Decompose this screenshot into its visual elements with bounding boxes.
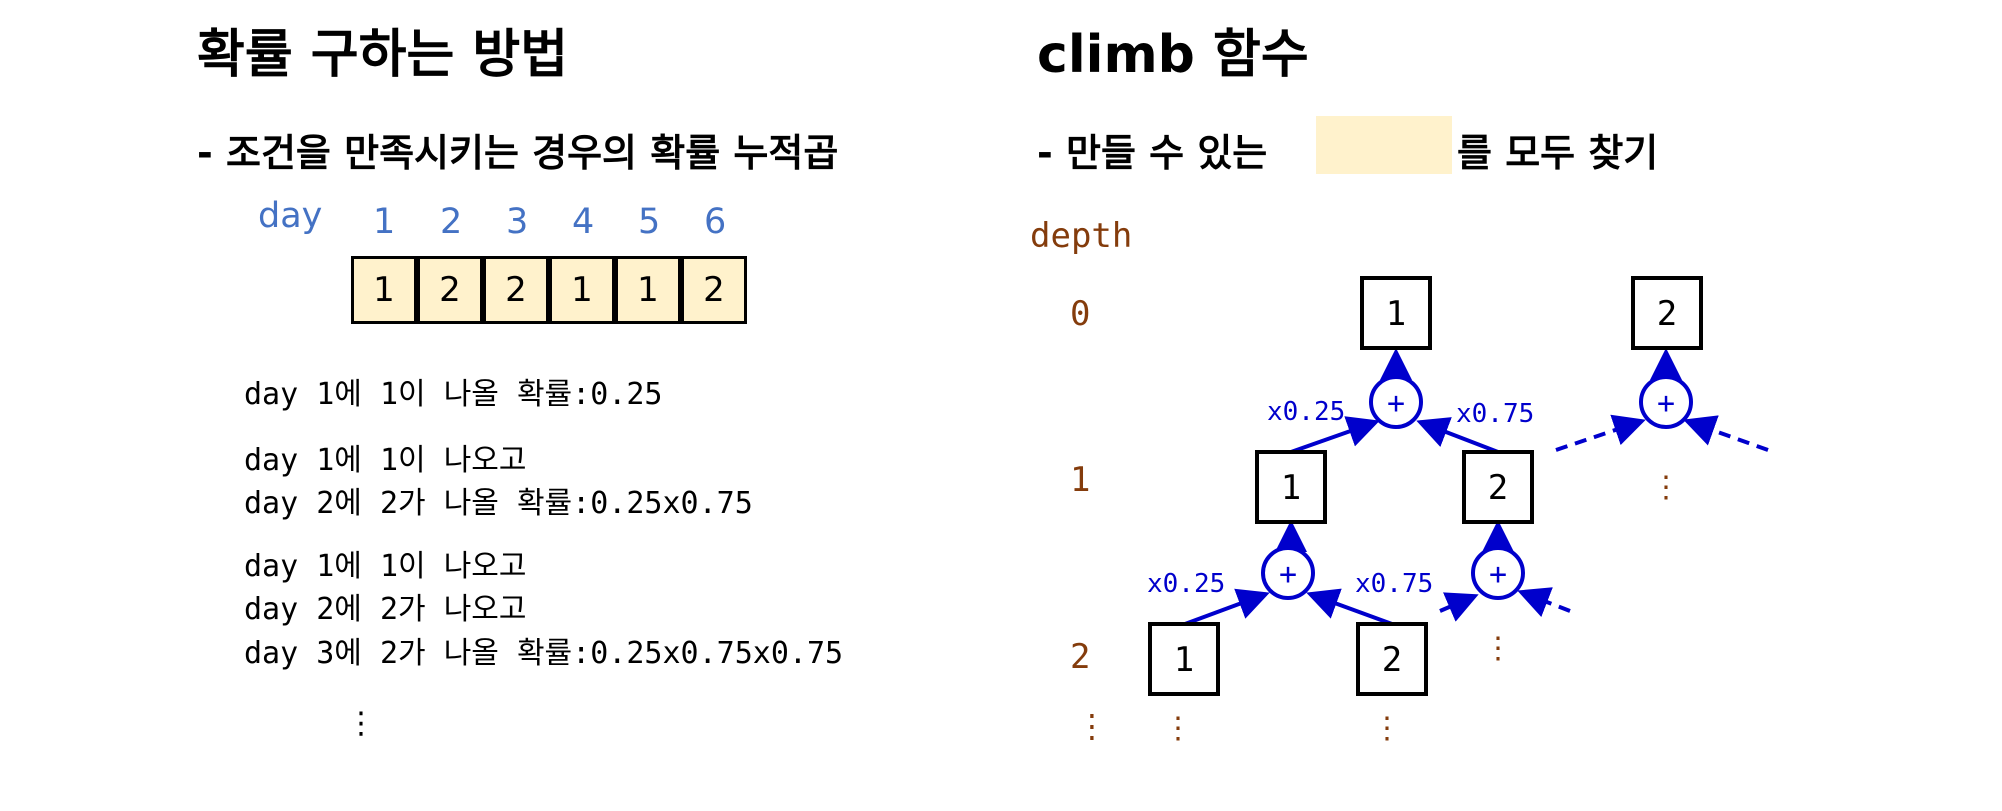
array-cell: 2: [483, 256, 549, 324]
plus-sign: +: [1657, 386, 1675, 421]
plus-circle: [1471, 546, 1525, 600]
depth-0: 0: [1070, 294, 1091, 334]
right-subtitle-before: - 만들 수 있는: [1037, 131, 1268, 175]
tree-node-box: [1631, 276, 1703, 350]
tree-node-box: [1356, 622, 1428, 696]
tree-node-box: [1360, 276, 1432, 350]
tree-node-value: 1: [1281, 468, 1301, 508]
example-2-line-1: day 1에 1이 나오고: [244, 443, 527, 478]
plus-sign: +: [1489, 557, 1507, 592]
left-title: 확률 구하는 방법: [197, 25, 569, 85]
left-ellipsis: ⋮: [346, 706, 376, 741]
edge-mid2-to-plus: [1416, 417, 1499, 454]
array-cell: 2: [681, 256, 747, 324]
plus-circle: [1639, 375, 1693, 429]
tree-node-box: [1255, 450, 1327, 524]
plus-circle: [1261, 546, 1315, 600]
day-number-3: 3: [506, 202, 529, 242]
edge-leaf2-to-plus: [1306, 588, 1393, 626]
depth-2: 2: [1070, 637, 1091, 677]
example-1-line-1: day 1에 1이 나올 확률:0.25: [244, 377, 663, 412]
tree-ellipsis: ⋮: [1163, 711, 1193, 746]
value-array: 1 2 2 1 1 2: [351, 256, 747, 324]
day-label: day: [258, 196, 323, 236]
day-number-4: 4: [572, 202, 595, 242]
tree-node-value: 2: [1488, 468, 1508, 508]
array-cell: 2: [417, 256, 483, 324]
weight-label-bottom-right: x0.75: [1355, 569, 1433, 599]
weight-label-bottom-left: x0.25: [1147, 569, 1225, 599]
example-2-line-2: day 2에 2가 나올 확률:0.25x0.75: [244, 486, 753, 521]
array-cell: 1: [351, 256, 417, 324]
day-number-1: 1: [373, 202, 396, 242]
plus-sign: +: [1387, 386, 1405, 421]
dashed-edge-left: [1439, 592, 1479, 622]
plus-circle: [1369, 375, 1423, 429]
plus-sign: +: [1279, 557, 1297, 592]
tree-ellipsis: ⋮: [1483, 631, 1513, 666]
tree-node-value: 2: [1657, 294, 1677, 334]
right-title: climb 함수: [1037, 25, 1309, 85]
weight-label-top-right: x0.75: [1456, 399, 1534, 429]
example-3-line-3: day 3에 2가 나올 확률:0.25x0.75x0.75: [244, 636, 844, 671]
example-3-line-1: day 1에 1이 나오고: [244, 549, 527, 584]
example-3-line-2: day 2에 2가 나오고: [244, 592, 527, 627]
tree-node-value: 2: [1382, 640, 1402, 680]
tree-node-value: 1: [1386, 294, 1406, 334]
tree-node-box: [1462, 450, 1534, 524]
depth-label: depth: [1030, 216, 1133, 256]
tree-ellipsis: ⋮: [1651, 470, 1681, 505]
day-number-6: 6: [704, 202, 727, 242]
tree-node-box: [1148, 622, 1220, 696]
weight-label-top-left: x0.25: [1267, 397, 1345, 427]
blank-highlight-box: [1316, 116, 1452, 174]
array-cell: 1: [615, 256, 681, 324]
dashed-edge-right: [1517, 587, 1571, 618]
right-subtitle-after: 를 모두 찾기: [1457, 131, 1659, 175]
edge-mid1-to-plus: [1290, 416, 1380, 454]
tree-ellipsis: ⋮: [1372, 711, 1402, 746]
tree-node-value: 1: [1174, 640, 1194, 680]
dashed-edge-right: [1683, 415, 1769, 452]
edge-leaf1-to-plus: [1184, 588, 1270, 626]
day-number-5: 5: [638, 202, 661, 242]
depth-ellipsis: ⋮: [1076, 707, 1108, 745]
array-cell: 1: [549, 256, 615, 324]
dashed-edge-left: [1555, 414, 1646, 452]
depth-1: 1: [1070, 460, 1091, 500]
left-subtitle: - 조건을 만족시키는 경우의 확률 누적곱: [197, 131, 839, 175]
day-number-2: 2: [440, 202, 463, 242]
